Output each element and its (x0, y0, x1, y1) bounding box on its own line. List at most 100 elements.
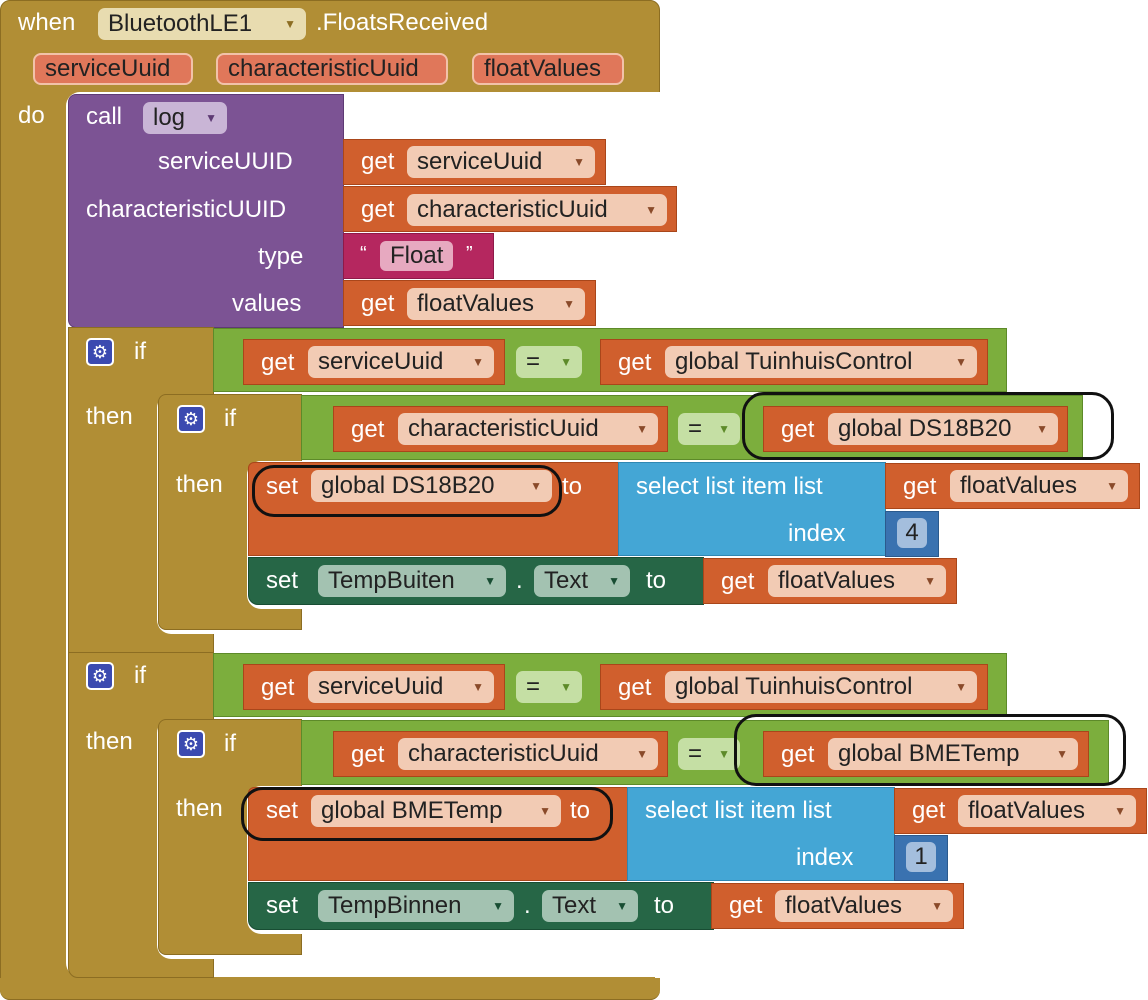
component-dropdown-label: TempBinnen (328, 892, 462, 919)
to-label: to (570, 797, 591, 824)
get-label: get (618, 674, 652, 701)
get-label: get (729, 892, 763, 919)
if-label: if (134, 338, 146, 365)
get-label: get (618, 349, 652, 376)
chevron-down-icon: ▼ (955, 680, 967, 694)
property-dropdown-text[interactable]: Text ▼ (534, 565, 630, 597)
chevron-down-icon: ▼ (573, 155, 585, 169)
chevron-down-icon: ▼ (484, 574, 496, 588)
to-label: to (646, 567, 667, 594)
var-dropdown-label: floatValues (417, 290, 534, 317)
arg-label-values: values (232, 290, 302, 317)
param-characteristicuuid[interactable]: characteristicUuid (216, 53, 448, 85)
var-dropdown-characteristicuuid[interactable]: characteristicUuid▼ (398, 738, 658, 770)
equals-label: = (688, 740, 703, 767)
select-list-item-label: select list item list (645, 797, 832, 824)
chevron-down-icon: ▼ (636, 747, 648, 761)
var-dropdown-tuinhuiscontrol[interactable]: global TuinhuisControl▼ (665, 346, 977, 378)
equals-operator-dropdown[interactable]: =▼ (516, 346, 582, 378)
chevron-down-icon: ▼ (636, 422, 648, 436)
var-dropdown-label: global TuinhuisControl (675, 673, 913, 700)
var-dropdown-floatvalues[interactable]: floatValues▼ (768, 565, 946, 597)
dot-label: . (524, 892, 531, 919)
log-procedure-dropdown[interactable]: log ▼ (143, 102, 227, 134)
var-dropdown-serviceuuid[interactable]: serviceUuid▼ (308, 671, 494, 703)
event-name-label: .FloatsReceived (316, 9, 489, 36)
chevron-down-icon: ▼ (284, 17, 296, 31)
gear-icon[interactable]: ⚙ (86, 338, 114, 366)
event-footer (0, 978, 660, 1000)
var-dropdown-characteristicuuid[interactable]: characteristicUuid ▼ (407, 194, 667, 226)
event-when-label: when (18, 9, 76, 36)
var-dropdown-floatvalues[interactable]: floatValues▼ (958, 795, 1136, 827)
chevron-down-icon: ▼ (608, 574, 620, 588)
get-label: get (261, 349, 295, 376)
get-label: get (781, 416, 815, 443)
open-quote-icon: “ (360, 243, 367, 265)
chevron-down-icon: ▼ (1114, 804, 1126, 818)
var-dropdown-bmetemp[interactable]: global BMETemp▼ (311, 795, 561, 827)
component-dropdown-tempbinnen[interactable]: TempBinnen ▼ (318, 890, 514, 922)
then-label: then (86, 403, 133, 430)
chevron-down-icon: ▼ (616, 899, 628, 913)
chevron-down-icon: ▼ (1056, 747, 1068, 761)
equals-operator-dropdown[interactable]: =▼ (678, 738, 740, 770)
highlight-circle (241, 787, 613, 841)
var-dropdown-serviceuuid[interactable]: serviceUuid▼ (407, 146, 595, 178)
number-value-field[interactable]: 1 (906, 842, 936, 872)
chevron-down-icon: ▼ (955, 355, 967, 369)
property-dropdown-label: Text (544, 567, 589, 594)
if-label: if (224, 730, 236, 757)
var-dropdown-floatvalues[interactable]: floatValues▼ (775, 890, 953, 922)
chevron-down-icon: ▼ (718, 747, 730, 761)
var-dropdown-bmetemp[interactable]: global BMETemp▼ (828, 738, 1078, 770)
chevron-down-icon: ▼ (472, 355, 484, 369)
gear-icon[interactable]: ⚙ (177, 730, 205, 758)
var-dropdown-ds18b20[interactable]: global DS18B20▼ (828, 413, 1058, 445)
var-dropdown-label: characteristicUuid (417, 196, 608, 223)
var-dropdown-characteristicuuid[interactable]: characteristicUuid▼ (398, 413, 658, 445)
var-dropdown-tuinhuiscontrol[interactable]: global TuinhuisControl ▼ (665, 671, 977, 703)
chevron-down-icon: ▼ (472, 680, 484, 694)
chevron-down-icon: ▼ (1106, 479, 1118, 493)
var-dropdown-serviceuuid[interactable]: serviceUuid ▼ (308, 346, 494, 378)
chevron-down-icon: ▼ (560, 355, 572, 369)
chevron-down-icon: ▼ (924, 574, 936, 588)
var-dropdown-label: serviceUuid (318, 348, 444, 375)
get-label: get (361, 148, 395, 175)
select-list-item-block[interactable] (618, 462, 886, 556)
gear-icon[interactable]: ⚙ (86, 662, 114, 690)
equals-operator-dropdown[interactable]: =▼ (516, 671, 582, 703)
highlight-circle (742, 392, 1114, 460)
var-dropdown-ds18b20[interactable]: global DS18B20▼ (311, 470, 552, 502)
set-label: set (266, 892, 299, 919)
get-label: get (261, 674, 295, 701)
close-quote-icon: ” (466, 243, 473, 265)
chevron-down-icon: ▼ (645, 203, 657, 217)
text-value-field[interactable]: Float (380, 241, 454, 271)
param-serviceuuid[interactable]: serviceUuid (33, 53, 193, 85)
property-dropdown-label: Text (552, 892, 597, 919)
var-dropdown-label: floatValues (960, 472, 1077, 499)
equals-label: = (688, 415, 703, 442)
var-dropdown-label: global DS18B20 (321, 472, 495, 499)
highlight-circle (734, 714, 1126, 786)
number-value-field[interactable]: 4 (897, 518, 927, 548)
gear-icon[interactable]: ⚙ (177, 405, 205, 433)
component-dropdown[interactable]: BluetoothLE1▼ (98, 8, 306, 40)
param-floatvalues[interactable]: floatValues (472, 53, 624, 85)
select-list-item-block[interactable] (627, 787, 895, 881)
chevron-down-icon: ▼ (560, 680, 572, 694)
component-dropdown-tempbuiten[interactable]: TempBuiten▼ (318, 565, 506, 597)
log-procedure-label: log (153, 104, 186, 131)
if-label: if (224, 405, 236, 432)
chevron-down-icon: ▼ (205, 111, 217, 125)
var-dropdown-floatvalues[interactable]: floatValues▼ (407, 288, 585, 320)
var-dropdown-floatvalues[interactable]: floatValues ▼ (950, 470, 1128, 502)
chevron-down-icon: ▼ (492, 899, 504, 913)
equals-label: = (526, 348, 541, 375)
property-dropdown-text[interactable]: Text ▼ (542, 890, 638, 922)
set-label: set (266, 797, 299, 824)
text-float-block[interactable] (343, 233, 494, 279)
equals-operator-dropdown[interactable]: =▼ (678, 413, 740, 445)
